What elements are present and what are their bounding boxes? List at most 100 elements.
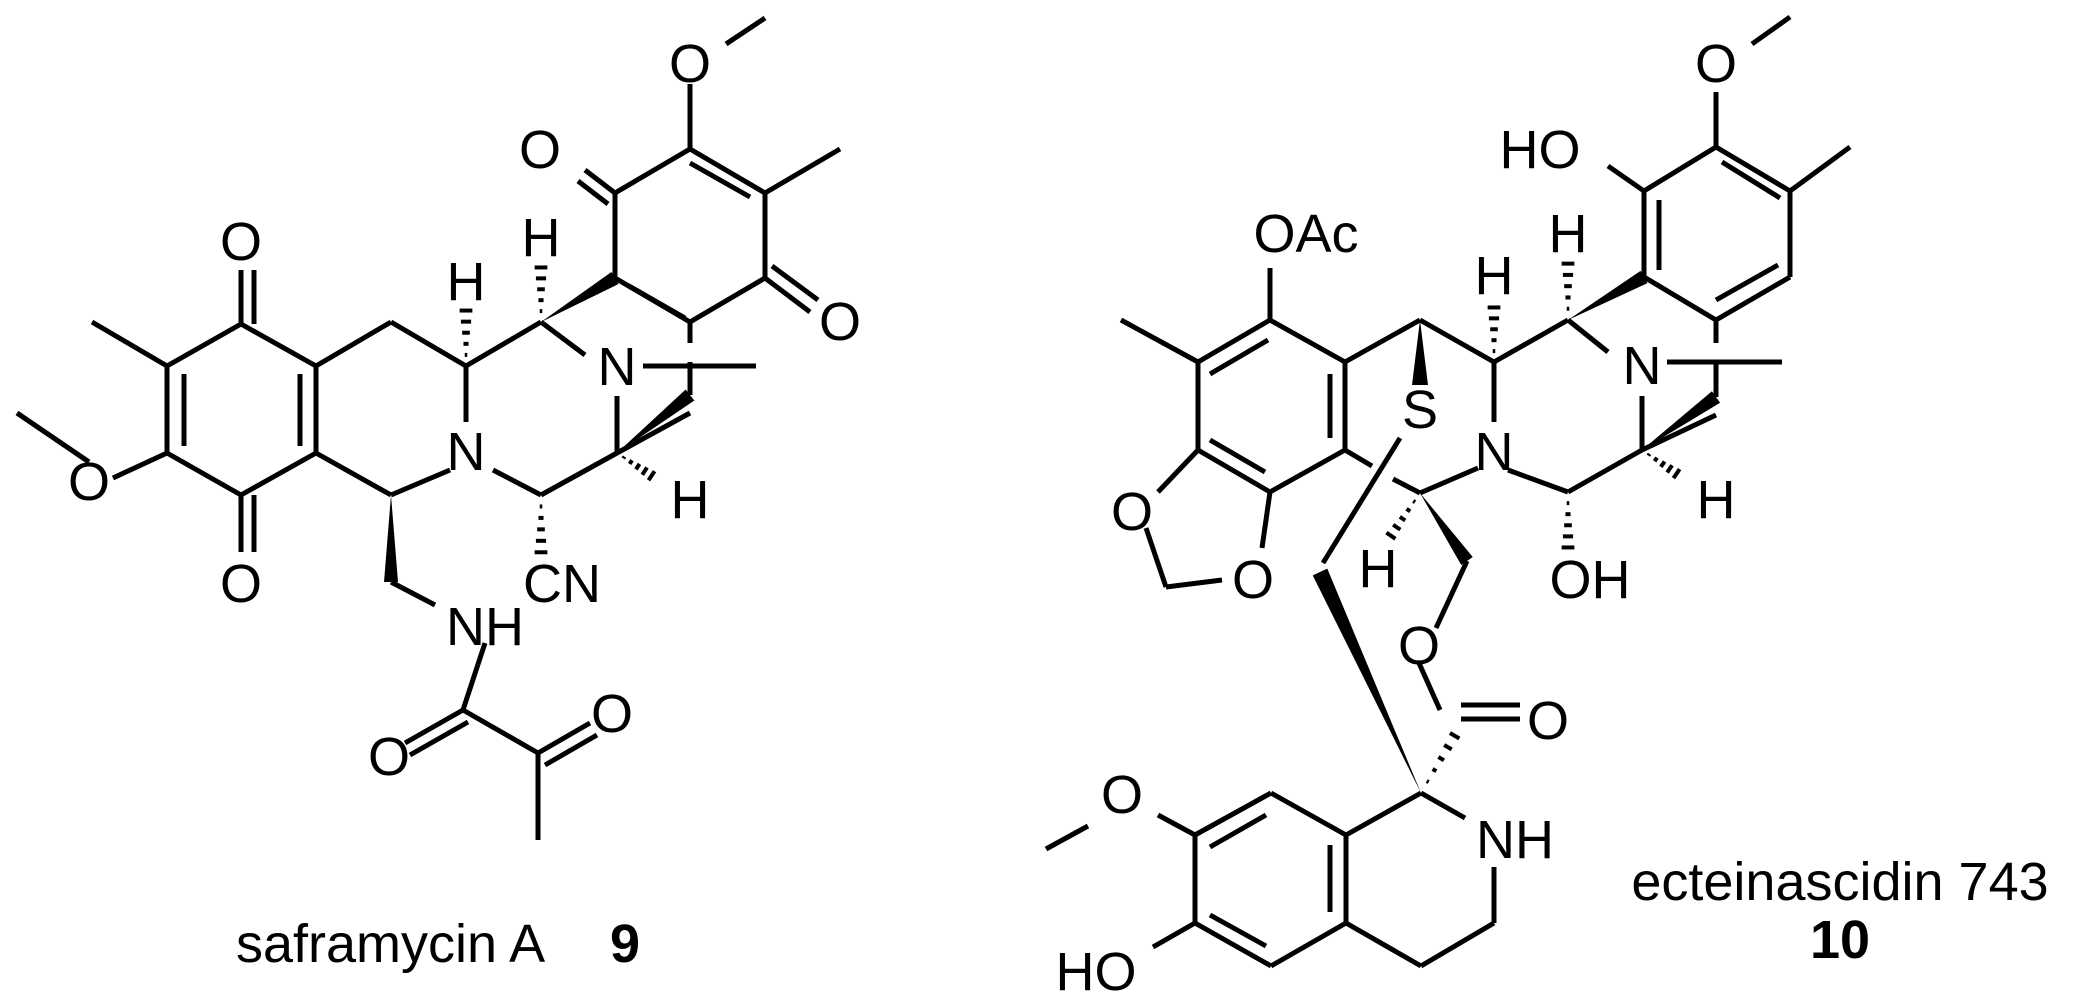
bond-line <box>1208 912 1268 949</box>
bond-line <box>390 467 451 498</box>
bond-line <box>239 321 318 369</box>
bond-line <box>1642 274 1718 323</box>
hashed-bond-segment <box>640 466 649 476</box>
bond-line <box>15 410 91 465</box>
atom-label: N <box>1475 422 1514 482</box>
bond-line <box>1606 163 1646 194</box>
hashed-bond-segment <box>646 470 657 482</box>
bond-line <box>763 276 812 314</box>
bond-line <box>1714 274 1792 323</box>
bond-line <box>763 146 842 196</box>
atom-label: H <box>1475 246 1514 306</box>
bond-line <box>1156 448 1200 494</box>
bond-line <box>724 15 767 47</box>
hashed-bond-segment <box>1671 468 1682 480</box>
ecteinascidin-743-caption-name: ecteinascidin 743 <box>1631 852 2048 912</box>
hashed-bond-segment <box>1391 523 1402 532</box>
bond-line <box>1720 159 1782 201</box>
atom-label: NH <box>1476 810 1554 870</box>
bond-line <box>1269 790 1348 838</box>
bond-line <box>1143 527 1169 588</box>
atom-label: O <box>519 120 561 180</box>
wedge-bond <box>1420 493 1473 565</box>
atom-label: N <box>447 422 486 482</box>
bond-line <box>1416 661 1443 712</box>
bond-line <box>1196 447 1272 495</box>
hashed-bond-segment <box>1437 755 1446 763</box>
atom-label: H <box>447 252 486 312</box>
bond-line <box>1419 465 1479 496</box>
hashed-bond-segment <box>1431 767 1438 773</box>
bond-line <box>615 410 692 456</box>
saframycin-a-caption-name: saframycin A <box>236 914 545 974</box>
bond-line <box>1419 920 1496 969</box>
ecteinascidin-743-hashed-bonds <box>1385 261 1682 784</box>
bond-line <box>613 146 692 196</box>
bond-line <box>1433 559 1470 630</box>
atom-label: NH <box>446 597 524 657</box>
saframycin-a-bonds <box>15 15 842 840</box>
atom-label: O <box>819 292 861 352</box>
wedge-bond <box>1568 270 1648 320</box>
bond-line <box>1165 577 1223 590</box>
bond-line <box>461 707 540 756</box>
atom-label: CN <box>523 554 601 614</box>
bond-line <box>389 319 468 369</box>
atom-label: N <box>598 337 637 397</box>
bond-line <box>1320 436 1403 565</box>
bond-line <box>165 450 243 498</box>
bond-line <box>539 450 619 498</box>
bond-line <box>314 450 393 498</box>
bond-line <box>1196 317 1272 365</box>
bond-line <box>539 320 587 357</box>
bond-line <box>1208 812 1268 850</box>
atom-label: H <box>522 208 561 268</box>
atom-label: S <box>1402 380 1438 440</box>
atom-label: O <box>669 34 711 94</box>
atom-label: O <box>220 212 262 272</box>
hashed-bond-segment <box>1405 507 1412 513</box>
hashed-bond-segment <box>1665 464 1674 474</box>
bond-line <box>90 319 169 369</box>
ecteinascidin-743-compound-number: 10 <box>1810 910 1870 970</box>
bond-line <box>536 720 592 756</box>
bond-line <box>1343 317 1422 365</box>
wedge-bond <box>1412 320 1428 385</box>
bond-line <box>111 450 169 481</box>
bond-line <box>1208 337 1270 377</box>
wedge-bond <box>617 389 695 453</box>
bond-line <box>239 450 318 498</box>
bond-line <box>1268 317 1347 365</box>
hashed-bond-segment <box>627 459 634 466</box>
atom-label: O <box>1232 550 1274 610</box>
atom-label: O <box>1695 34 1737 94</box>
atom-label: HO <box>1500 120 1581 180</box>
saframycin-a-compound-number: 9 <box>610 914 640 974</box>
atom-label: O <box>1101 765 1143 825</box>
bond-line <box>403 707 465 746</box>
bond-line <box>389 579 437 608</box>
atom-label: OAc <box>1253 204 1358 264</box>
bond-line <box>314 319 393 369</box>
bond-line <box>1193 790 1273 838</box>
atom-label: O <box>1527 691 1569 751</box>
saframycin-a-hashed-bonds <box>459 265 657 555</box>
bond-line <box>1044 823 1090 852</box>
wedge-bond <box>1642 391 1721 450</box>
bond-line <box>1391 476 1422 496</box>
hashed-bond-segment <box>634 462 642 471</box>
hashed-bond-segment <box>1659 460 1667 469</box>
atom-label: O <box>68 452 110 512</box>
atom-label: H <box>671 470 710 530</box>
bond-line <box>688 275 767 325</box>
hashed-bond-segment <box>1398 515 1407 523</box>
hashed-bond-segment <box>1385 531 1397 541</box>
atom-label: O <box>1398 616 1440 676</box>
bond-line <box>1419 790 1467 821</box>
bond-line <box>1151 920 1197 950</box>
atom-label: HO <box>1056 942 1137 1002</box>
hashed-bond-segment <box>1443 743 1453 752</box>
